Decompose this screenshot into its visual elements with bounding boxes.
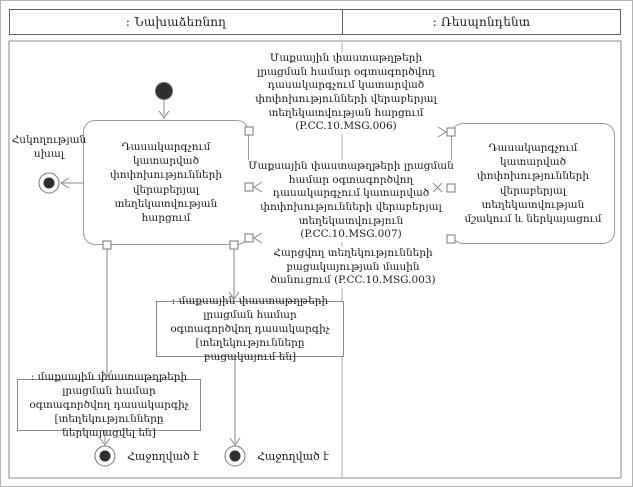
final-node-success-right-core xyxy=(229,450,241,462)
arrowhead-into-success-right xyxy=(229,437,241,446)
arrowhead-into-request xyxy=(158,110,170,119)
object-classifier-presented: : մաքսային փաստաթղթերի լրացման համար օգտ… xyxy=(17,371,201,439)
lane-title-initiator: : Նախաձեռնող xyxy=(10,10,343,34)
success-label-right: Հաջողված է xyxy=(257,450,329,463)
message-label-msg003: Հարցվող տեղեկությունների բացակայության մ… xyxy=(263,247,443,288)
object-classifier-missing-label: : մաքսային փաստաթղթերի լրացման համար օգտ… xyxy=(170,294,330,364)
final-node-success-left-ring xyxy=(94,445,116,467)
final-node-error-core xyxy=(43,177,55,189)
success-label-left: Հաջողված է xyxy=(127,450,199,463)
initial-node xyxy=(155,82,173,100)
final-node-error-ring xyxy=(38,172,60,194)
arrowhead-into-error xyxy=(60,177,70,189)
activity-process-present-label: Դասակարգչում կատարված փոփոխությունների վ… xyxy=(464,141,602,225)
message-label-msg006: Մաքսային փաստաթղթերի լրացման համար օգտագ… xyxy=(247,52,445,134)
activity-request-info-label: Դասակարգչում կատարված փոփոխությունների վ… xyxy=(109,140,223,224)
activity-request-info: Դասակարգչում կատարված փոփոխությունների վ… xyxy=(83,120,249,245)
final-node-success-right-ring xyxy=(224,445,246,467)
activity-process-present: Դասակարգչում կատարված փոփոխությունների վ… xyxy=(451,123,615,244)
swimlane-header: : Նախաձեռնող : Ռեսպոնդենտ xyxy=(9,9,621,35)
final-node-success-left-core xyxy=(99,450,111,462)
control-error-label: Հսկողության սխալ xyxy=(11,134,87,160)
object-classifier-presented-label: : մաքսային փաստաթղթերի լրացման համար օգտ… xyxy=(29,370,189,440)
object-classifier-missing: : մաքսային փաստաթղթերի լրացման համար օգտ… xyxy=(156,295,344,363)
message-label-msg007: Մաքսային փաստաթղթերի լրացման համար օգտագ… xyxy=(247,160,455,242)
lane-title-respondent: : Ռեսպոնդենտ xyxy=(432,15,531,29)
